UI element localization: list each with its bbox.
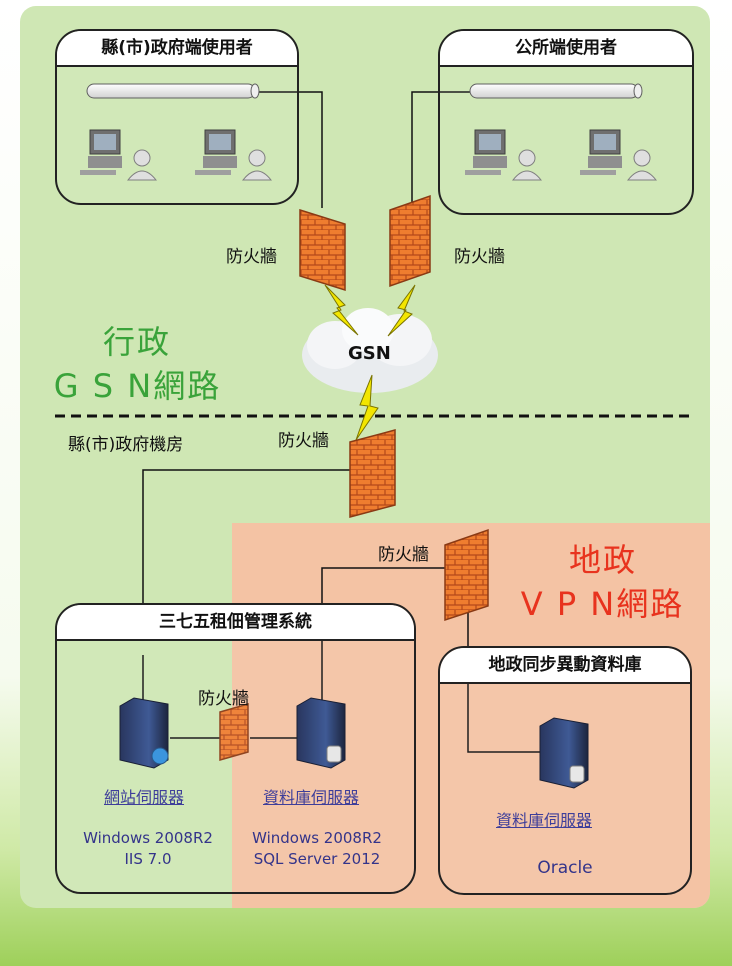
workstations <box>80 129 658 181</box>
firewall-label-2: 防火牆 <box>454 247 505 267</box>
oracle-label: Oracle <box>537 858 593 878</box>
web-server-software: IIS 7.0 <box>124 850 172 868</box>
db-server-os: Windows 2008R2 <box>252 829 382 847</box>
district-users-box: 公所端使用者 <box>438 29 694 215</box>
gsn-cloud-label: GSN <box>348 343 391 364</box>
county-users-title: 縣(市)政府端使用者 <box>57 31 297 67</box>
system-title: 三七五租佃管理系統 <box>57 605 414 641</box>
firewall-label-1: 防火牆 <box>226 247 277 267</box>
db-server-label: 資料庫伺服器 <box>263 788 360 807</box>
firewall-label-3: 防火牆 <box>278 431 329 451</box>
gsn-cloud <box>302 308 438 393</box>
vpn-zone-label-line1: 地政 <box>568 541 637 579</box>
land-db-title: 地政同步異動資料庫 <box>440 648 690 684</box>
firewalls <box>219 194 489 761</box>
gsn-zone-label-line1: 行政 <box>102 323 171 361</box>
gsn-zone-label-line2: G S N網路 <box>53 367 222 405</box>
county-room-label: 縣(市)政府機房 <box>68 435 184 455</box>
oracle-server-label: 資料庫伺服器 <box>496 811 593 830</box>
county-users-box: 縣(市)政府端使用者 <box>55 29 299 205</box>
vpn-zone-label-line2: V P N網路 <box>520 585 685 623</box>
firewall-label-5: 防火牆 <box>198 689 249 709</box>
db-server-software: SQL Server 2012 <box>253 850 381 868</box>
system-box: 三七五租佃管理系統 <box>55 603 416 894</box>
servers <box>119 697 589 789</box>
web-server-os: Windows 2008R2 <box>83 829 213 847</box>
bus-pipes <box>86 83 643 99</box>
land-db-box: 地政同步異動資料庫 <box>438 646 692 895</box>
district-users-title: 公所端使用者 <box>440 31 692 67</box>
web-server-label: 網站伺服器 <box>104 788 185 807</box>
firewall-label-4: 防火牆 <box>378 545 429 565</box>
